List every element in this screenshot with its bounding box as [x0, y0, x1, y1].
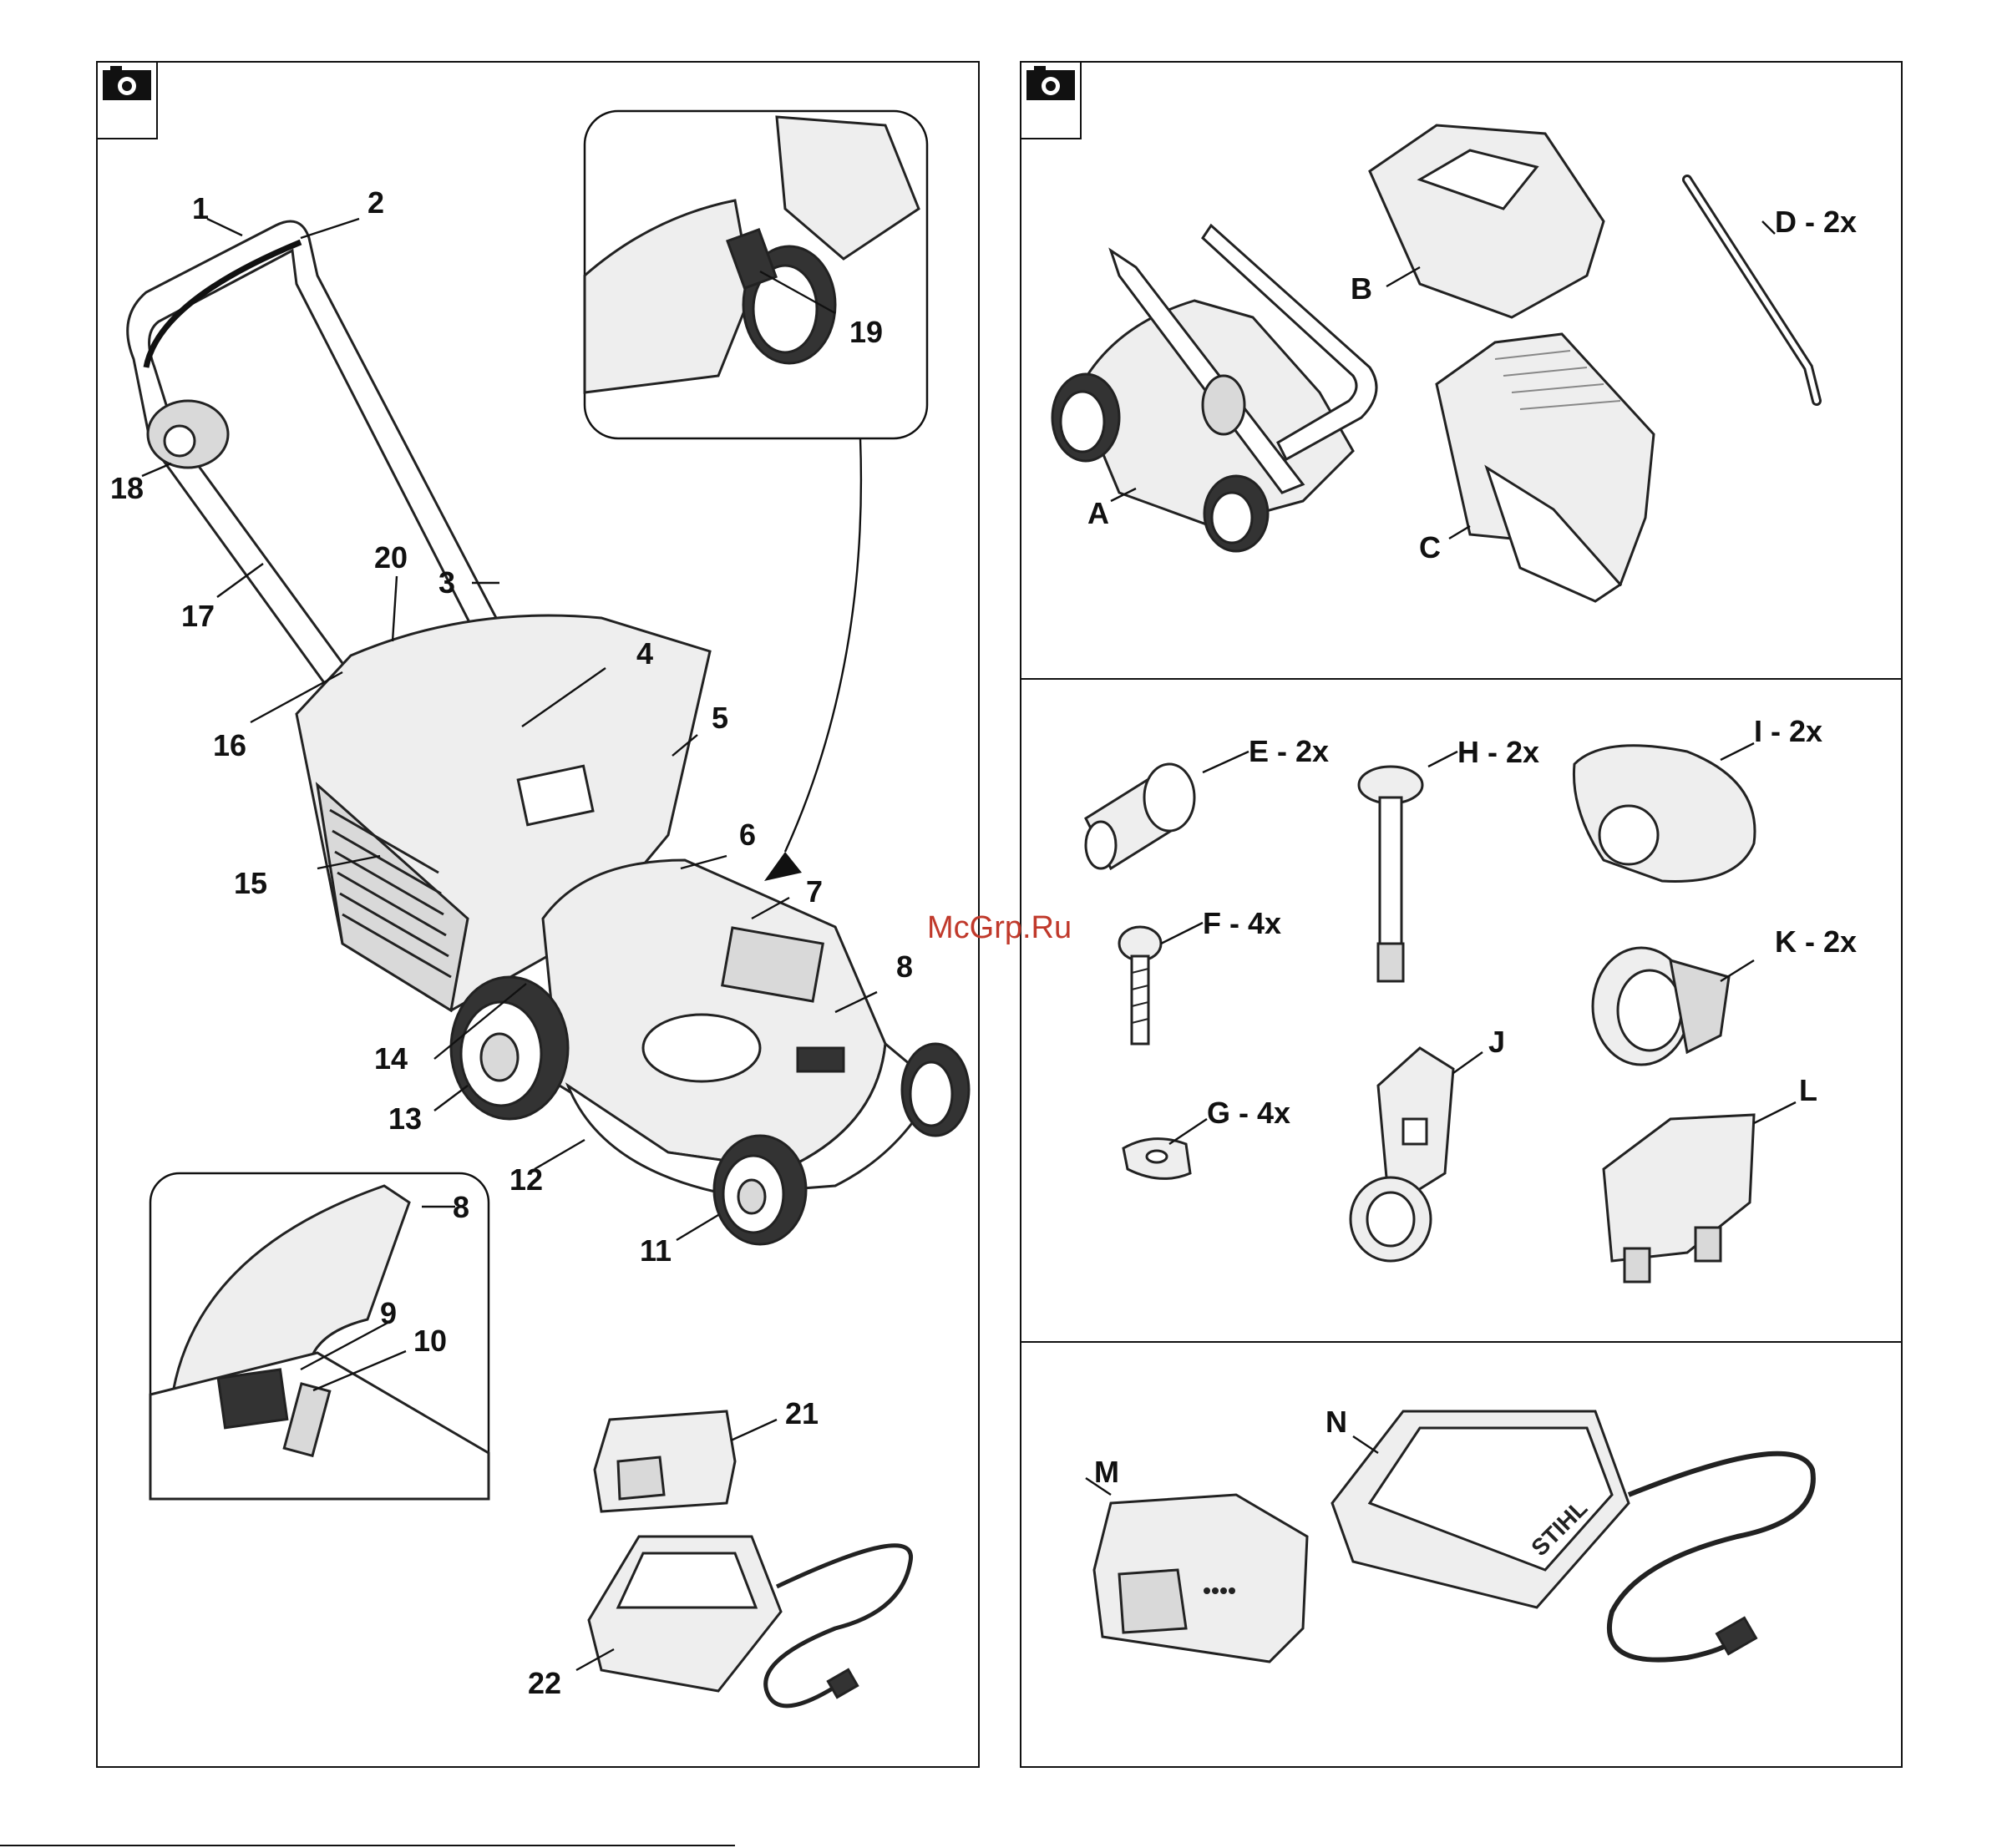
label-l: L: [1799, 1073, 1817, 1107]
label-1: 1: [192, 191, 209, 225]
label-j: J: [1488, 1025, 1505, 1059]
label-e: E - 2x: [1249, 734, 1329, 768]
label-f: F - 4x: [1203, 906, 1281, 940]
label-18: 18: [110, 471, 144, 505]
part-g-washer: [1123, 1139, 1190, 1179]
label-17: 17: [181, 599, 215, 633]
part-l-cover: [1604, 1115, 1754, 1282]
camera-icon: [1021, 62, 1081, 139]
label-g: G - 4x: [1207, 1096, 1290, 1130]
camera-icon: [97, 62, 157, 139]
label-i: I - 2x: [1754, 714, 1822, 748]
label-11: 11: [640, 1233, 672, 1268]
label-7: 7: [806, 874, 823, 909]
part-k-ring: [1593, 948, 1729, 1065]
label-d: D - 2x: [1775, 205, 1857, 239]
label-b: B: [1351, 271, 1372, 306]
battery-pack-21: [595, 1411, 735, 1511]
label-2: 2: [367, 185, 384, 220]
label-13: 13: [388, 1101, 422, 1136]
label-16: 16: [213, 728, 246, 762]
label-m: M: [1094, 1455, 1119, 1489]
label-c: C: [1419, 530, 1441, 565]
label-8: 8: [896, 949, 913, 984]
part-n-charger: STIHL: [1332, 1411, 1813, 1660]
label-10: 10: [413, 1324, 447, 1358]
part-i-clip: [1574, 746, 1755, 882]
label-12: 12: [509, 1162, 543, 1197]
part-c-grass-box: [1437, 334, 1654, 601]
label-14: 14: [374, 1041, 408, 1076]
label-3: 3: [438, 565, 455, 600]
part-e-sleeve: [1086, 764, 1194, 868]
label-19: 19: [849, 315, 883, 349]
label-6: 6: [739, 818, 756, 852]
label-4: 4: [636, 636, 653, 671]
watermark: McGrp.Ru: [927, 910, 1072, 945]
label-k: K - 2x: [1775, 924, 1857, 959]
label-9: 9: [380, 1296, 397, 1330]
part-m-battery: [1094, 1495, 1307, 1662]
part-j-lever: [1351, 1048, 1453, 1261]
label-5: 5: [712, 701, 728, 735]
part-b-cover: [1370, 125, 1604, 317]
label-22: 22: [528, 1666, 561, 1700]
label-15: 15: [234, 866, 267, 900]
label-20: 20: [374, 540, 408, 575]
label-n: N: [1325, 1405, 1347, 1439]
part-h-pin: [1359, 767, 1422, 981]
label-8-inset: 8: [453, 1190, 469, 1224]
label-h: H - 2x: [1457, 735, 1539, 769]
label-21: 21: [785, 1396, 819, 1430]
label-a: A: [1087, 496, 1109, 530]
charger-22: [589, 1537, 911, 1706]
part-f-screw: [1119, 927, 1161, 1044]
